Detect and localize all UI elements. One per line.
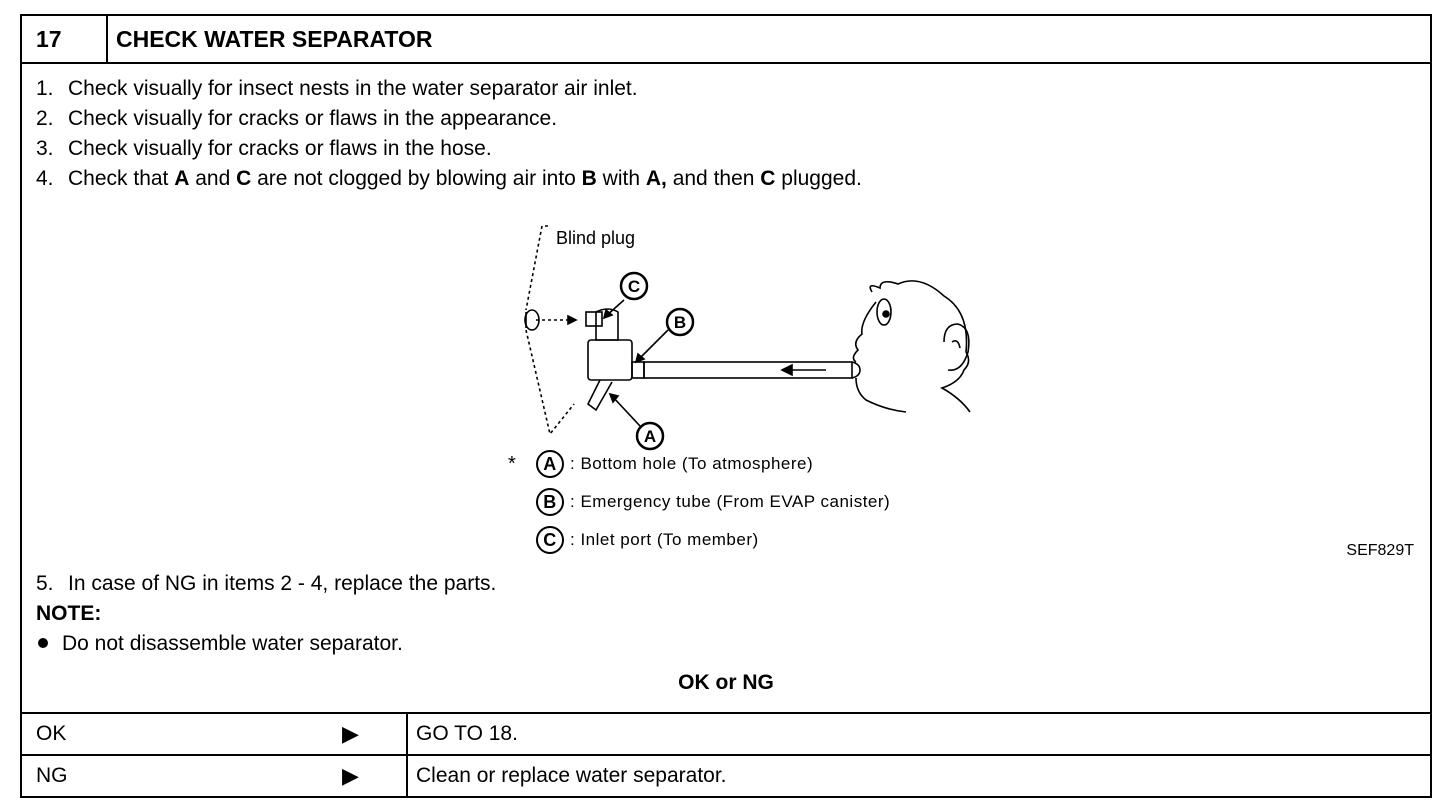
svg-text:C: C [628, 277, 640, 296]
decision-row-ok: OK ▶ GO TO 18. [22, 712, 1430, 754]
svg-text:A: A [644, 427, 656, 446]
diagram-legend: *A: Bottom hole (To atmosphere) B: Emerg… [508, 446, 890, 560]
inlet-port-c [585, 311, 603, 327]
face-outline [852, 280, 971, 413]
mouth [851, 361, 861, 379]
decision-label: OK [36, 722, 67, 745]
arrow-to-b [637, 329, 669, 361]
step-4: 4.Check that A and C are not clogged by … [36, 167, 862, 190]
procedure-title: CHECK WATER SEPARATOR [116, 26, 433, 52]
blind-plug-leader [525, 225, 548, 311]
step-2: 2.Check visually for cracks or flaws in … [36, 107, 558, 130]
legend-item: B: Emergency tube (From EVAP canister) [508, 484, 890, 522]
separator-body [587, 339, 633, 381]
bullet-icon [38, 638, 48, 649]
arrow-to-a [611, 395, 641, 427]
note-title: NOTE: [36, 602, 102, 625]
procedure-frame: 17 CHECK WATER SEPARATOR 1.Check visuall… [20, 14, 1432, 798]
bottom-leader [525, 329, 575, 436]
blind-plug-icon [524, 309, 540, 331]
blow-tube [643, 361, 853, 379]
step-number: 17 [22, 16, 108, 62]
procedure-header: 17 CHECK WATER SEPARATOR [22, 16, 1430, 64]
decision-row-ng: NG ▶ Clean or replace water separator. [22, 754, 1430, 796]
step-3: 3.Check visually for cracks or flaws in … [36, 137, 492, 160]
note-bullet: Do not disassemble water separator. [36, 629, 496, 659]
svg-text:B: B [674, 313, 686, 332]
separator-top [595, 308, 619, 341]
check-steps: 1.Check visually for insect nests in the… [36, 74, 862, 194]
ear [943, 323, 970, 371]
decision-result: Clean or replace water separator. [406, 756, 727, 796]
post-check-text: 5.In case of NG in items 2 - 4, replace … [36, 569, 496, 659]
step-1: 1.Check visually for insect nests in the… [36, 77, 638, 100]
eye [876, 298, 892, 326]
bottom-hole-a [586, 379, 613, 412]
callout-b: B [665, 307, 695, 337]
plug-arrowhead [567, 314, 578, 326]
water-separator-diagram: Blind plug C B A [524, 225, 971, 451]
blind-plug-label: Blind plug [556, 228, 635, 248]
callout-a: A [635, 421, 665, 451]
callout-c: C [619, 271, 649, 301]
decision-title: OK or NG [678, 671, 774, 694]
decision-result: GO TO 18. [406, 714, 518, 754]
decision-label: NG [36, 764, 68, 787]
legend-item: C: Inlet port (To member) [508, 522, 890, 560]
figure-id: SEF829T [1346, 542, 1414, 559]
step-5: 5.In case of NG in items 2 - 4, replace … [36, 572, 497, 595]
legend-item: *A: Bottom hole (To atmosphere) [508, 446, 890, 484]
emergency-tube-b-fitting [631, 361, 645, 379]
airflow-arrow [780, 363, 793, 377]
arrow-right-icon: ▶ [342, 721, 359, 746]
arrow-right-icon: ▶ [342, 763, 359, 788]
